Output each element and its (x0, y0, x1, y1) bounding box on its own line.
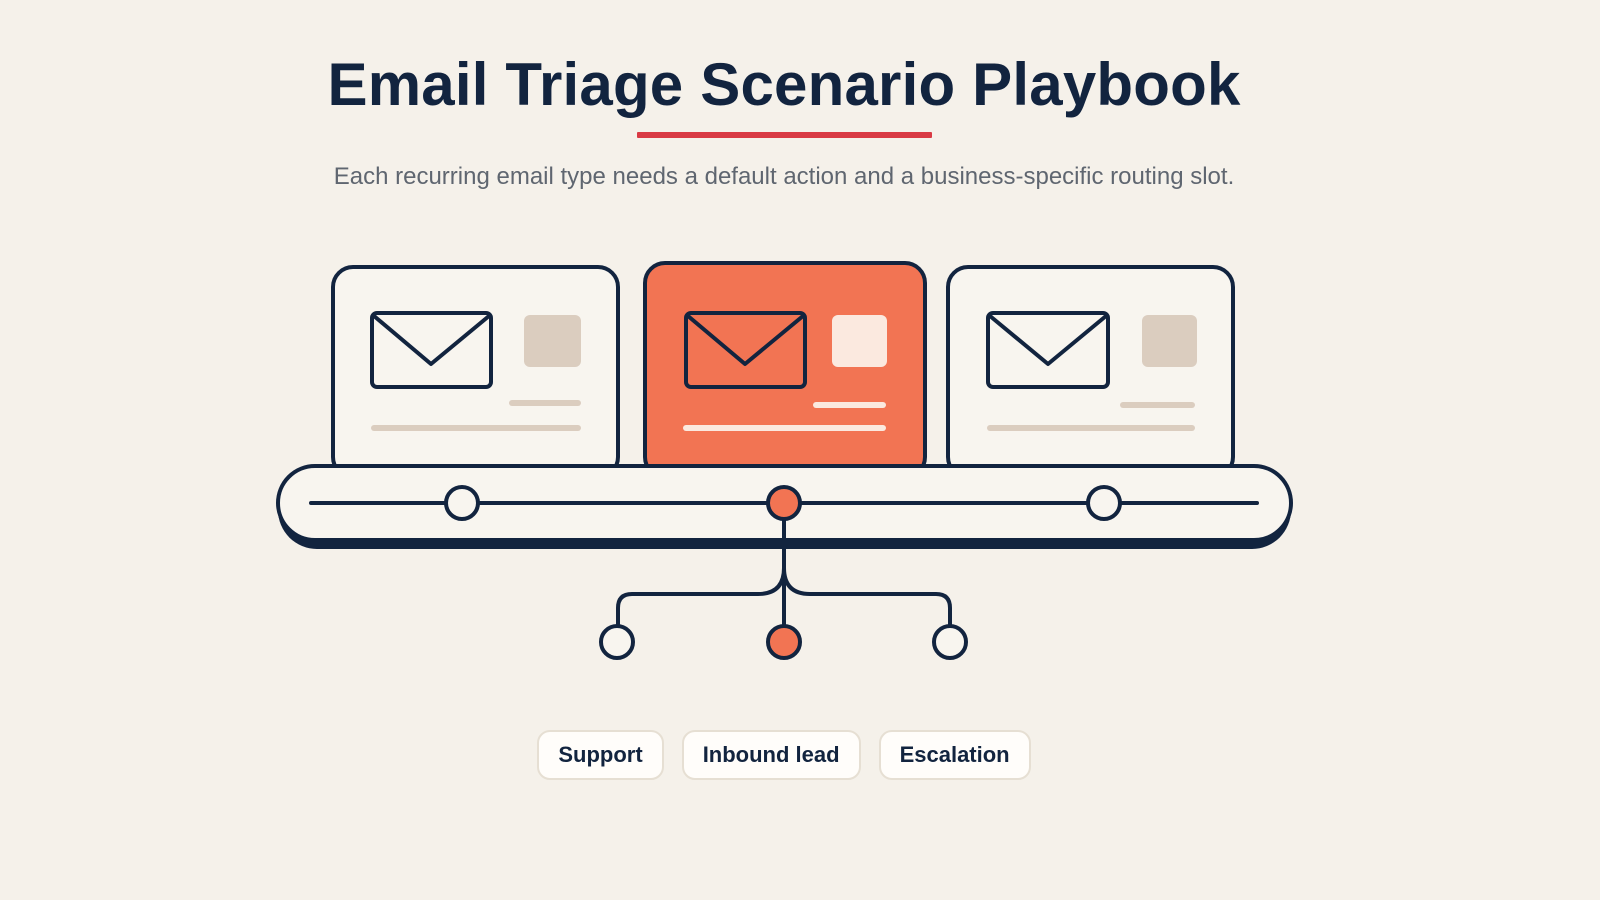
card-thumbnail (1142, 315, 1197, 367)
email-card-left (331, 265, 620, 479)
page-title: Email Triage Scenario Playbook (327, 51, 1241, 118)
card-text-line (371, 425, 581, 431)
card-text-line (1120, 402, 1195, 408)
envelope-icon (370, 311, 493, 389)
card-text-line (813, 402, 886, 408)
inbound-lead-chip[interactable]: Inbound lead (681, 730, 861, 780)
card-thumbnail (524, 315, 581, 367)
page-subtitle: Each recurring email type needs a defaul… (333, 163, 1235, 190)
escalation-chip[interactable]: Escalation (878, 730, 1031, 780)
email-card-center (643, 261, 927, 479)
pipeline-node (1086, 485, 1122, 521)
scenario-chip-group: Support Inbound lead Escalation (0, 730, 1568, 780)
route-node-center (766, 624, 802, 660)
route-node-right (932, 624, 968, 660)
title-underline (637, 132, 932, 138)
card-text-line (683, 425, 886, 431)
card-thumbnail (832, 315, 887, 367)
routing-branch (599, 519, 968, 660)
pipeline-track (276, 464, 1293, 549)
card-text-line (509, 400, 581, 406)
email-card-right (946, 265, 1235, 479)
support-chip[interactable]: Support (537, 730, 664, 780)
pipeline-node (444, 485, 480, 521)
route-node-left (599, 624, 635, 660)
pipeline-node-active (766, 485, 802, 521)
envelope-icon (684, 311, 807, 389)
card-text-line (987, 425, 1195, 431)
envelope-icon (986, 311, 1110, 389)
